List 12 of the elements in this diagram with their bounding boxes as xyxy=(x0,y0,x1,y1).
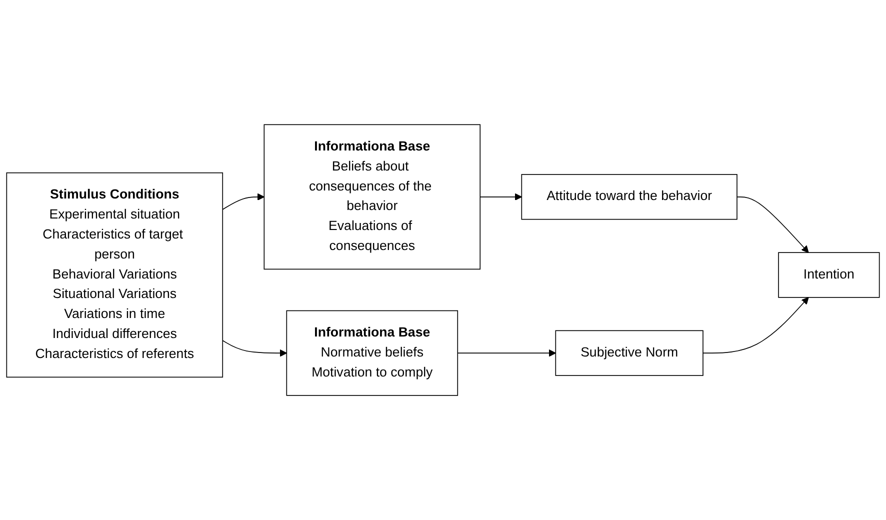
node-box: Intention xyxy=(778,252,880,298)
node-box: Informationa Base Beliefs about consequences of the behavior Evaluations of consequences xyxy=(264,124,481,270)
arrow xyxy=(702,297,809,354)
node-box: Attitude toward the behavior xyxy=(521,174,738,220)
arrow xyxy=(736,196,809,253)
arrow xyxy=(222,193,264,210)
arrow xyxy=(457,349,556,357)
node-box: Stimulus Conditions Experimental situation Characteristics of target person Behavioral Variations Situational Variations Variations in time Individual differences Characteristics of referents xyxy=(6,172,224,378)
node-box: Informationa Base Normative beliefs Motivation to comply xyxy=(286,310,458,396)
arrow xyxy=(480,193,522,201)
arrow xyxy=(222,340,287,357)
node-box: Subjective Norm xyxy=(555,330,704,376)
